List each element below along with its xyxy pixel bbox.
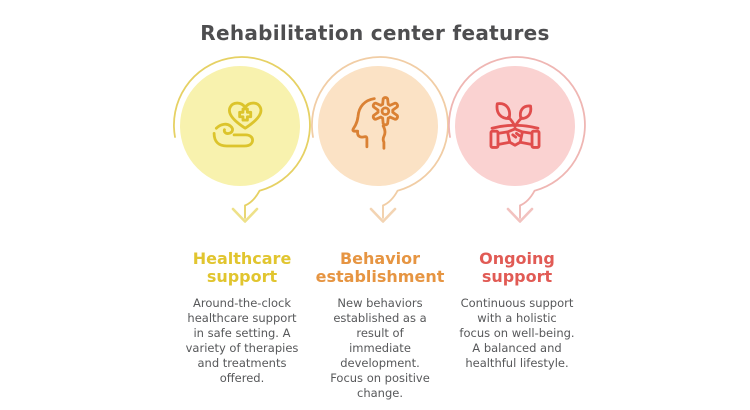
- head-with-gear-icon: [351, 96, 399, 150]
- ring-connector: [448, 56, 586, 219]
- ring-connector: [173, 56, 311, 219]
- feature-column-behavior-establishment: Behavior establishment New behaviors est…: [305, 53, 455, 401]
- feature-column-healthcare-support: Healthcare support Around-the-clock heal…: [167, 53, 317, 386]
- feature-description: New behaviors established as a result of…: [330, 296, 430, 400]
- feature-column-ongoing-support: Ongoing support Continuous support with …: [442, 53, 592, 371]
- feature-description: Around-the-clock healthcare support in s…: [185, 296, 299, 385]
- handshake-growth-icon: [489, 102, 541, 149]
- down-arrow-icon: [506, 207, 534, 223]
- healthcare-support-motif: [173, 56, 311, 223]
- feature-description: Continuous support with a holistic focus…: [459, 296, 575, 370]
- feature-heading: Behavior establishment: [315, 249, 445, 286]
- ongoing-support-motif: [448, 56, 586, 223]
- feature-heading: Healthcare support: [192, 249, 292, 286]
- behavior-establishment-motif: [311, 56, 449, 223]
- ring-connector: [311, 56, 449, 219]
- down-arrow-icon: [231, 207, 259, 223]
- hand-holding-medical-heart-icon: [212, 101, 263, 148]
- feature-circle: [318, 66, 438, 186]
- page-title: Rehabilitation center features: [200, 21, 550, 46]
- down-arrow-icon: [369, 207, 397, 223]
- feature-heading: Ongoing support: [479, 249, 555, 286]
